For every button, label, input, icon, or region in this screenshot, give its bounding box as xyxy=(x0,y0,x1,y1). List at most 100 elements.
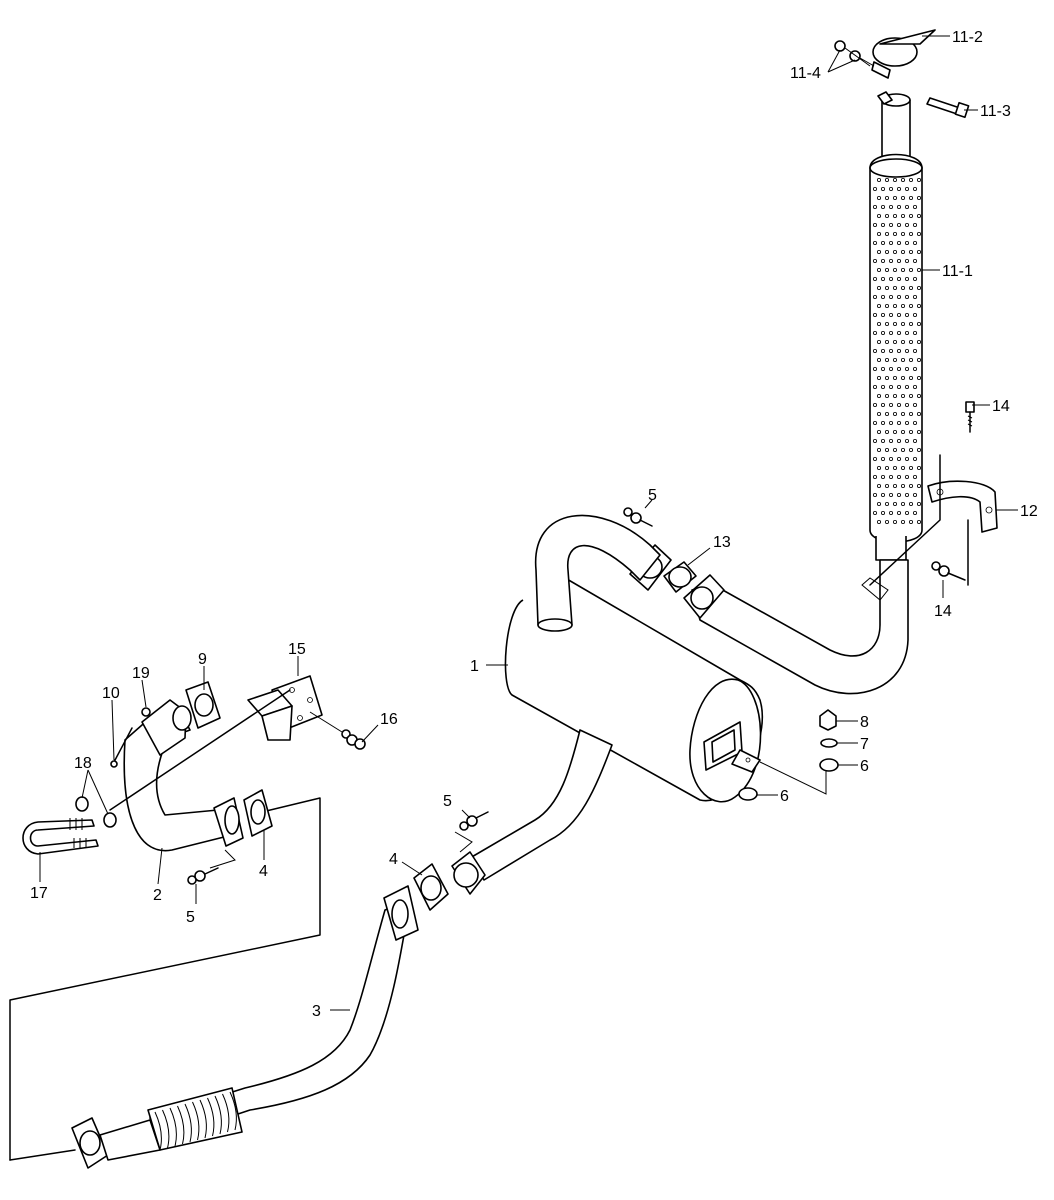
perforation-hole xyxy=(873,438,878,443)
part-labels: 11-2 11-4 11-3 11-1 14 12 14 5 13 1 8 7 … xyxy=(30,29,1038,1020)
perforation-hole xyxy=(885,213,890,218)
perforation-hole xyxy=(877,267,882,272)
perforation-hole xyxy=(881,222,886,227)
label-6-bottom: 6 xyxy=(780,788,789,805)
perforation-hole xyxy=(885,520,890,525)
perforation-hole xyxy=(873,330,878,335)
perforation-hole xyxy=(913,186,918,191)
perforation-hole xyxy=(873,240,878,245)
perforation-hole xyxy=(881,276,886,281)
perforation-hole xyxy=(893,465,898,470)
washer-7 xyxy=(820,738,838,748)
perforation-hole xyxy=(889,294,894,299)
bellows-ridge xyxy=(177,1105,185,1145)
perforation-hole xyxy=(909,429,914,434)
perforation-hole xyxy=(897,420,902,425)
manifold-pipe-2 xyxy=(123,699,244,852)
perforation-hole xyxy=(913,402,918,407)
muffler-lower-pipe xyxy=(451,729,613,895)
perforation-hole xyxy=(881,330,886,335)
perforation-hole xyxy=(877,429,882,434)
perforation-hole xyxy=(889,276,894,281)
perforation-hole xyxy=(917,447,922,452)
perforation-hole xyxy=(877,357,882,362)
perforation-hole xyxy=(905,438,910,443)
perforation-hole xyxy=(897,384,902,389)
perforation-hole xyxy=(889,258,894,263)
perforation-hole xyxy=(917,520,922,525)
label-5-lower: 5 xyxy=(186,909,195,926)
perforation-hole xyxy=(881,348,886,353)
perforation-hole xyxy=(913,204,918,209)
perforation-hole xyxy=(881,204,886,209)
perforation-hole xyxy=(897,402,902,407)
perforation-pattern xyxy=(873,177,922,525)
perforation-hole xyxy=(905,420,910,425)
label-16: 16 xyxy=(380,711,398,728)
perforation-hole xyxy=(889,420,894,425)
perforation-hole xyxy=(881,384,886,389)
bolt-14-bottom xyxy=(931,561,966,581)
perforation-hole xyxy=(893,231,898,236)
perforation-hole xyxy=(881,186,886,191)
perforation-hole xyxy=(917,465,922,470)
perforation-hole xyxy=(885,501,890,506)
perforation-hole xyxy=(905,294,910,299)
perforation-hole xyxy=(873,384,878,389)
perforation-hole xyxy=(905,258,910,263)
perforation-hole xyxy=(877,249,882,254)
perforation-hole xyxy=(893,483,898,488)
perforation-hole xyxy=(897,456,902,461)
perforation-hole xyxy=(917,483,922,488)
perforation-hole xyxy=(909,411,914,416)
perforation-hole xyxy=(873,312,878,317)
perforation-hole xyxy=(913,492,918,497)
perforation-hole xyxy=(885,429,890,434)
outlet-pipe xyxy=(683,559,909,695)
perforation-hole xyxy=(877,393,882,398)
perforation-hole xyxy=(897,294,902,299)
perforation-hole xyxy=(905,204,910,209)
perforation-hole xyxy=(901,339,906,344)
bolt-16 xyxy=(341,729,366,750)
perforation-hole xyxy=(909,249,914,254)
perforation-hole xyxy=(917,501,922,506)
perforation-hole xyxy=(901,520,906,525)
bellows-ridge xyxy=(222,1093,230,1133)
perforation-hole xyxy=(909,195,914,200)
perforation-hole xyxy=(893,520,898,525)
perforation-hole xyxy=(885,177,890,182)
perforation-hole xyxy=(893,447,898,452)
label-11-4: 11-4 xyxy=(790,65,821,82)
perforation-hole xyxy=(909,501,914,506)
perforation-hole xyxy=(873,348,878,353)
rubber-6-bottom xyxy=(738,787,758,801)
perforation-hole xyxy=(889,474,894,479)
bellows-ridge xyxy=(192,1101,200,1141)
perforation-hole xyxy=(917,249,922,254)
perforation-hole xyxy=(897,474,902,479)
perforation-hole xyxy=(913,222,918,227)
gasket-9 xyxy=(185,681,221,729)
perforation-hole xyxy=(885,393,890,398)
perforation-hole xyxy=(897,348,902,353)
perforation-hole xyxy=(901,429,906,434)
label-17: 17 xyxy=(30,885,48,902)
perforation-hole xyxy=(909,339,914,344)
perforation-hole xyxy=(917,375,922,380)
bolt-5-upper xyxy=(623,507,653,527)
bolt-14-top xyxy=(965,401,975,433)
perforation-hole xyxy=(905,312,910,317)
perforation-hole xyxy=(885,339,890,344)
perforation-hole xyxy=(913,348,918,353)
perforation-hole xyxy=(881,510,886,515)
perforation-hole xyxy=(885,321,890,326)
perforation-hole xyxy=(909,447,914,452)
perforation-hole xyxy=(897,222,902,227)
perforation-hole xyxy=(873,258,878,263)
label-2: 2 xyxy=(153,887,162,904)
perforation-hole xyxy=(901,411,906,416)
perforation-hole xyxy=(909,177,914,182)
perforation-hole xyxy=(889,240,894,245)
perforation-hole xyxy=(877,465,882,470)
